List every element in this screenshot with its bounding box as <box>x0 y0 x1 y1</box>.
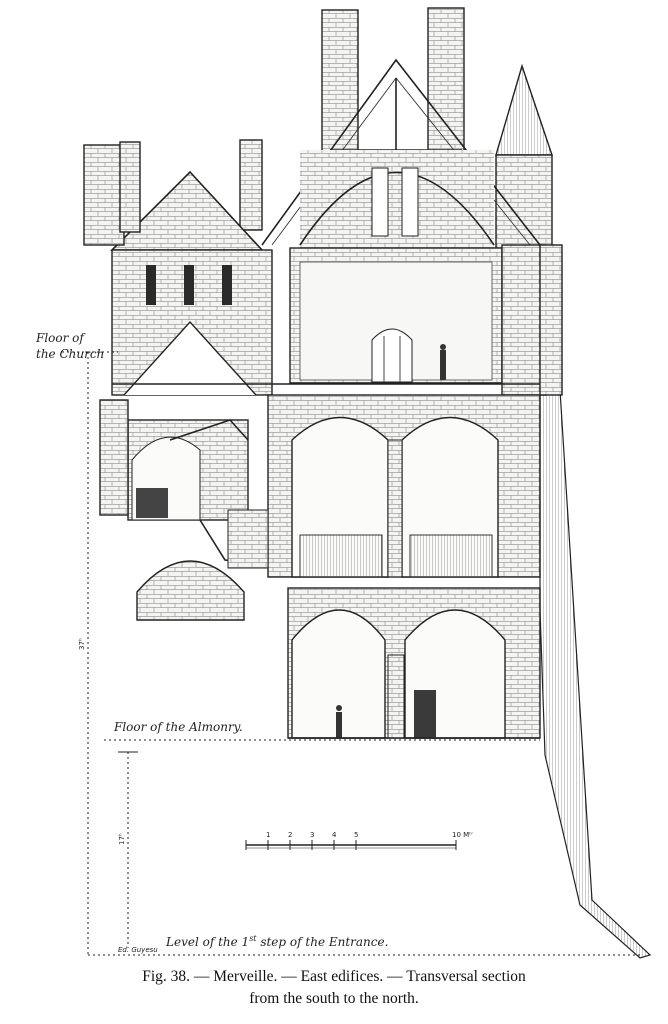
floor-almonry-label: Floor of the Almonry. <box>114 720 243 734</box>
scale-bar: 1 2 3 4 5 10 Mᵗʳ <box>245 831 473 850</box>
level-entrance-prefix: Level of the 1 <box>166 935 250 949</box>
scale-tick-10: 10 Mᵗʳ <box>452 831 473 839</box>
scale-tick-4: 4 <box>332 831 337 839</box>
level-entrance-suffix: step of the Entrance. <box>256 935 389 949</box>
scale-tick-5: 5 <box>354 831 358 839</box>
section-drawing: 1 2 3 4 5 10 Mᵗʳ 37ʰ 17ʰ Ed. Guyesu <box>62 7 652 959</box>
left-gable <box>83 141 264 251</box>
level-entrance-label: Level of the 1st step of the Entrance. <box>166 934 388 949</box>
small-vault <box>136 560 245 621</box>
spire <box>495 63 553 251</box>
caption-line2: from the south to the north. <box>249 990 419 1007</box>
lower-hall <box>287 587 541 739</box>
scale-tick-3: 3 <box>310 831 314 839</box>
floor-church-label: Floor of the Church <box>36 330 104 362</box>
figure-caption: Fig. 38. — Merveille. — East edifices. —… <box>0 966 668 1010</box>
scale-tick-1: 1 <box>266 831 270 839</box>
small-chimney <box>239 139 263 231</box>
caption-line1: Fig. 38. — Merveille. — East edifices. —… <box>142 968 526 985</box>
vertical-dimension-inner: 17ʰ <box>118 833 126 845</box>
chimney-right <box>427 7 465 159</box>
foundation-rock <box>539 244 652 959</box>
engraver-signature: Ed. Guyesu <box>118 946 158 954</box>
chimney-left <box>321 9 359 161</box>
floor-church-line1: Floor of <box>36 331 84 345</box>
upper-hall <box>111 244 547 396</box>
vertical-dimension-left: 37ʰ <box>78 638 86 650</box>
middle-hall <box>99 394 541 578</box>
main-gable-roof <box>261 58 541 248</box>
dimension-lines <box>62 351 640 956</box>
level-entrance-sup: st <box>249 934 257 943</box>
floor-church-line2: the Church <box>36 347 105 361</box>
scale-tick-2: 2 <box>288 831 292 839</box>
